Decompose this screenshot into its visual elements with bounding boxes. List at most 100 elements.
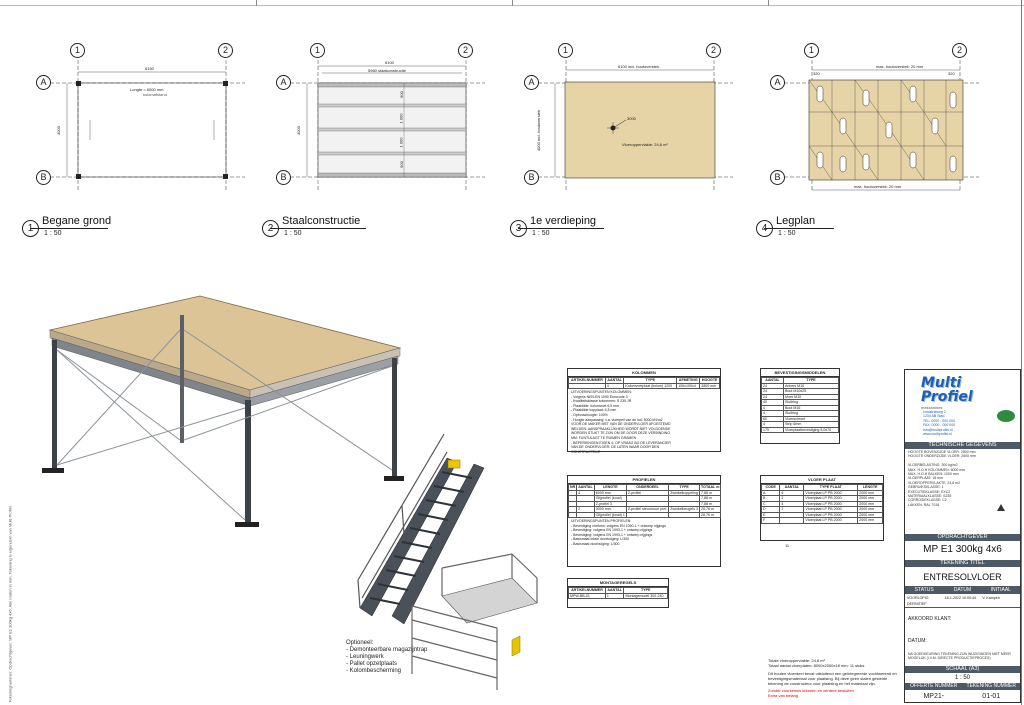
- grid-bubble-2: 2: [458, 43, 473, 58]
- grid-bubble-b: B: [276, 170, 291, 185]
- number-header: OFFERTE NUMMER TEKENING NUMMER: [905, 683, 1020, 690]
- logo-mark-icon: [997, 410, 1015, 422]
- dim-top2: 5960 staalconstructie: [368, 68, 406, 73]
- table-vloerplaat: VLOER PLAAT CODE AANTAL TYPE PLAAT LENGT…: [760, 475, 884, 541]
- logo-sub: mezzanines: [921, 405, 943, 410]
- note-line: Totale vloeroppervlakte: 24,6 m²: [768, 658, 825, 663]
- table-row: MPW-BB-01 1 Montagemodel 300-240: [568, 592, 668, 599]
- table-note: UITVOERINGSPUNTEN KOLOMMEN: - Volgens NE…: [571, 390, 671, 454]
- table-caption: PROFIELEN: [568, 476, 720, 484]
- logo-text: Multi Profiel: [921, 375, 973, 405]
- area-tag: 3000: [627, 116, 636, 121]
- dim-bottom: max. houtoverstek: 20 mm: [854, 184, 902, 189]
- col-header: HOOGTE: [699, 377, 720, 384]
- col-header: ARTIKELNUMMER: [568, 377, 606, 384]
- view-note2: kolomafstand: [143, 92, 167, 97]
- table-kolommen: KOLOMMEN ARTIKELNUMMER AANTAL TYPE AFMET…: [567, 368, 721, 454]
- col-header: AFMETING: [676, 377, 701, 384]
- beam-label: 1 000: [398, 113, 404, 124]
- akkoord-label: AKKOORD KLANT:: [908, 616, 952, 622]
- col-header: AANTAL: [604, 377, 625, 384]
- grid-bubble-a: A: [36, 75, 51, 90]
- begane-grond-drawing: [50, 60, 245, 190]
- table-caption: KOLOMMEN: [568, 369, 720, 377]
- dim-left: 320: [813, 71, 820, 76]
- title-block: Multi Profiel mezzanines Industrieweg 2 …: [904, 369, 1021, 703]
- bottom-notes: Totale vloeroppervlakte: 24,6 m² Totaal …: [768, 658, 898, 698]
- staalconstructie-drawing: [290, 60, 485, 190]
- dim-top: 6150: [145, 66, 154, 71]
- grid-bubble-b: B: [770, 170, 785, 185]
- company-logo: Multi Profiel mezzanines: [921, 376, 991, 416]
- sheet-divider: [768, 0, 769, 6]
- table-row: 4 Kolomvoetplaat (kolom) 1200 100x100x4 …: [568, 382, 720, 389]
- table-header-row: ARTIKELNUMMER AANTAL TYPE AFMETING HOOGT…: [568, 377, 720, 384]
- stair-gate-render: [357, 433, 538, 690]
- number-values: MP21- 01-01: [905, 691, 1020, 702]
- grid-bubble-a: A: [276, 75, 291, 90]
- options-item: - Kolombescherming: [346, 668, 402, 674]
- verdieping-drawing: [538, 60, 733, 190]
- vloerplaat-total: 11: [785, 543, 790, 548]
- view-note: Longte = 6000 mm: [130, 87, 164, 92]
- view-title: Legplan: [776, 215, 816, 227]
- table-profielen: PROFIELEN NR AANTAL LENGTE ONDERDEEL TYP…: [567, 475, 722, 567]
- view-begane-grond: 1 2 A B 6150 4000 Longte = 6000 mm kolom…: [22, 40, 250, 245]
- view-legplan: 1 2 A B max. houtoverstek: 20 mm max. ho…: [756, 40, 984, 245]
- legplan-drawing: [784, 60, 979, 191]
- offerte-number: MP21-: [923, 693, 945, 700]
- client-header: OPDRACHTGEVER: [905, 534, 1020, 541]
- options-item: - Leuningwerk: [346, 654, 384, 660]
- dim-side: 4000: [55, 126, 61, 135]
- table-caption: VLOER PLAAT: [761, 476, 883, 484]
- dim-side: 4000: [295, 126, 301, 135]
- grid-bubble-2: 2: [952, 43, 967, 58]
- side-margin-text: Tekeningnummer: Opdrachtgever: MP E1 300…: [7, 504, 13, 703]
- dim-right: 320: [948, 71, 955, 76]
- datum-label: DATUM:: [908, 638, 927, 644]
- table-caption: BEVESTIGINGSMIDDELEN: [761, 369, 839, 377]
- schaal-header: SCHAAL (A3): [905, 666, 1020, 673]
- grid-bubble-1: 1: [310, 43, 325, 58]
- options-item: - Pallet opzetplaats: [346, 661, 398, 667]
- options-item: - Demonteerbare magazijntrap: [346, 647, 428, 653]
- table-header-row: AANTAL TYPE: [761, 377, 839, 384]
- sheet-divider: [512, 0, 513, 6]
- grid-bubble-2: 2: [706, 43, 721, 58]
- note-red: Zonder voorkennis tekenen en verdere bes…: [768, 688, 854, 693]
- sheet-divider: [256, 0, 257, 6]
- table-note: UITVOERINGSPUNTEN PROFIELEN: - Bevestigi…: [571, 519, 666, 546]
- isometric-mezzanine-render: [42, 295, 404, 527]
- grid-bubble-1: 1: [558, 43, 573, 58]
- tekening-number: 01-01: [982, 693, 1001, 700]
- area-note: Vloeroppervlakte: 24,6 m²: [622, 142, 668, 147]
- view-number: 3: [510, 220, 527, 237]
- tech-data: HOOGTE BOVENZIJDE VLOER: 2800 mm HOOGTE …: [908, 450, 976, 507]
- view-scale: 1 : 50: [44, 230, 62, 237]
- grid-bubble-1: 1: [804, 43, 819, 58]
- view-scale: 1 : 50: [284, 230, 302, 237]
- dim-top: 6100: [385, 60, 394, 65]
- grid-bubble-1: 1: [70, 43, 85, 58]
- view-staalconstructie: 1 2 A B 6100 5960 staalconstructie 4000 …: [262, 40, 490, 245]
- dim-side: 4000 incl. houtoverstek: [536, 109, 542, 152]
- view-number: 1: [22, 220, 39, 237]
- table-montageregels: MONTAGEREGELS ARTIKELNUMMER AANTAL TYPE …: [567, 578, 669, 608]
- grid-bubble-2: 2: [218, 43, 233, 58]
- status-header: STATUS DATUM INITIAAL: [905, 587, 1020, 594]
